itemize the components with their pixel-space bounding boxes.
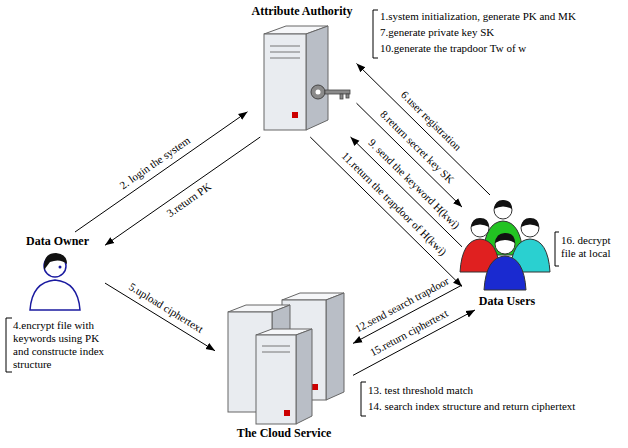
authority-node: Attribute Authority xyxy=(248,2,357,137)
note-bracket xyxy=(6,10,559,416)
users-figure xyxy=(471,219,489,237)
owner-figure xyxy=(30,253,80,310)
server-icon xyxy=(264,34,306,130)
arrow-connector xyxy=(357,63,491,195)
users-figure xyxy=(495,233,515,243)
node-title: The Cloud Service xyxy=(215,426,353,440)
step-label: 12.send search trapdoor xyxy=(351,273,453,336)
step-note: 13. test threshold match xyxy=(368,384,473,397)
step-label: 5.upload ciphertext xyxy=(124,279,207,337)
key-icon xyxy=(325,90,350,94)
step-label: 8.return secret key SK xyxy=(376,107,458,188)
note-bracket xyxy=(361,382,366,416)
step-label: 2. login the system xyxy=(116,133,195,193)
users-figure xyxy=(494,201,512,219)
arrow-connector xyxy=(105,137,260,245)
arrow-connector xyxy=(105,283,215,351)
key-icon xyxy=(340,94,343,99)
step-label: 3.return PK xyxy=(163,179,216,221)
server-icon xyxy=(270,52,300,53)
server-icon xyxy=(264,26,328,130)
arrow-connector xyxy=(75,112,248,232)
cloud-servers xyxy=(262,346,290,347)
note-bracket xyxy=(373,10,378,58)
key-icon xyxy=(311,85,325,99)
step-note: 14. search index structure and return ci… xyxy=(368,400,575,413)
key-icon xyxy=(316,90,321,95)
cloud-servers xyxy=(326,293,344,400)
key-icon xyxy=(346,94,349,98)
server-icon xyxy=(306,26,328,130)
users-figure xyxy=(484,256,526,290)
node-title: Data Owner xyxy=(10,234,105,248)
users-figure xyxy=(521,219,539,237)
users-node: Data Users xyxy=(462,195,552,310)
server-icon xyxy=(270,58,300,59)
users-figure xyxy=(460,200,550,290)
server-icon xyxy=(270,46,300,47)
server-icon xyxy=(292,112,298,118)
step-note: 1.system initialization, generate PK and… xyxy=(380,10,576,23)
cloud-servers xyxy=(284,410,290,416)
cloud-servers xyxy=(228,293,344,424)
users-figure xyxy=(494,200,512,209)
cloud-servers xyxy=(296,329,312,424)
cloud-servers xyxy=(262,352,290,353)
note-bracket xyxy=(6,318,12,372)
cloud-servers xyxy=(312,384,318,390)
node-title: Data Users xyxy=(462,294,552,308)
owner-figure xyxy=(59,266,62,269)
cloud-node: The Cloud Service xyxy=(215,288,353,442)
step-note: 16. decrypt file at local xyxy=(561,234,625,260)
owner-figure xyxy=(30,280,80,310)
step-note: 4.encrypt file with keywords using PK an… xyxy=(13,319,117,371)
note-bracket xyxy=(555,232,559,266)
node-title: Attribute Authority xyxy=(248,4,357,18)
arrow-connector xyxy=(351,137,462,247)
owner-figure xyxy=(44,253,67,270)
users-figure xyxy=(471,218,489,227)
users-figure xyxy=(495,234,515,254)
key-icon xyxy=(311,85,350,99)
cloud-servers xyxy=(256,335,296,424)
users-figure xyxy=(521,218,539,227)
step-note: 10.generate the trapdoor Tw of w xyxy=(380,42,526,55)
step-note: 7.generate private key SK xyxy=(380,26,494,39)
owner-node: Data Owner xyxy=(10,232,105,312)
